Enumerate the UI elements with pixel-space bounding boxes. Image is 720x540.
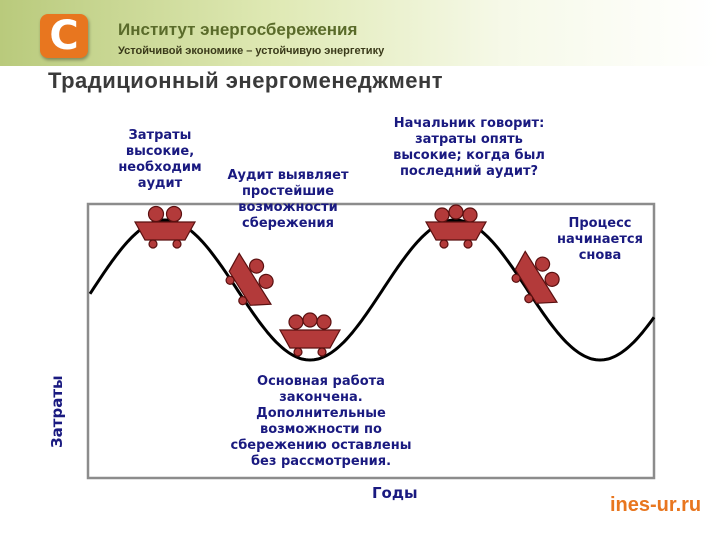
organization-slogan: Устойчивой экономике – устойчивую энерге… — [118, 45, 385, 57]
cart-top-1 — [133, 205, 197, 249]
note-audit-finds: Аудит выявляет простейшие возможности сб… — [227, 168, 349, 231]
note-process-restarts: Процесс начинается снова — [557, 216, 643, 263]
x-axis-label: Годы — [372, 484, 418, 502]
cart-top-2 — [424, 204, 488, 249]
plot-frame — [86, 202, 656, 480]
logo: С — [40, 14, 88, 58]
page-title: Традиционный энергоменеджмент — [48, 68, 444, 93]
note-work-done: Основная работа закончена. Дополнительны… — [230, 374, 412, 469]
organization-name: Институт энергосбережения — [118, 20, 358, 39]
site-url: ines-ur.ru — [610, 494, 702, 516]
cart-bottom — [278, 312, 342, 357]
cart-slope-1 — [225, 252, 274, 306]
y-axis-label: Затраты — [48, 375, 66, 448]
note-boss-says: Начальник говорит: затраты опять высокие… — [393, 116, 545, 179]
note-high-costs: Затраты высокие, необходим аудит — [118, 128, 202, 191]
header-banner: С Институт энергосбережения Устойчивой э… — [0, 0, 720, 66]
logo-letter: С — [49, 13, 79, 59]
cart-slope-2 — [511, 250, 560, 304]
